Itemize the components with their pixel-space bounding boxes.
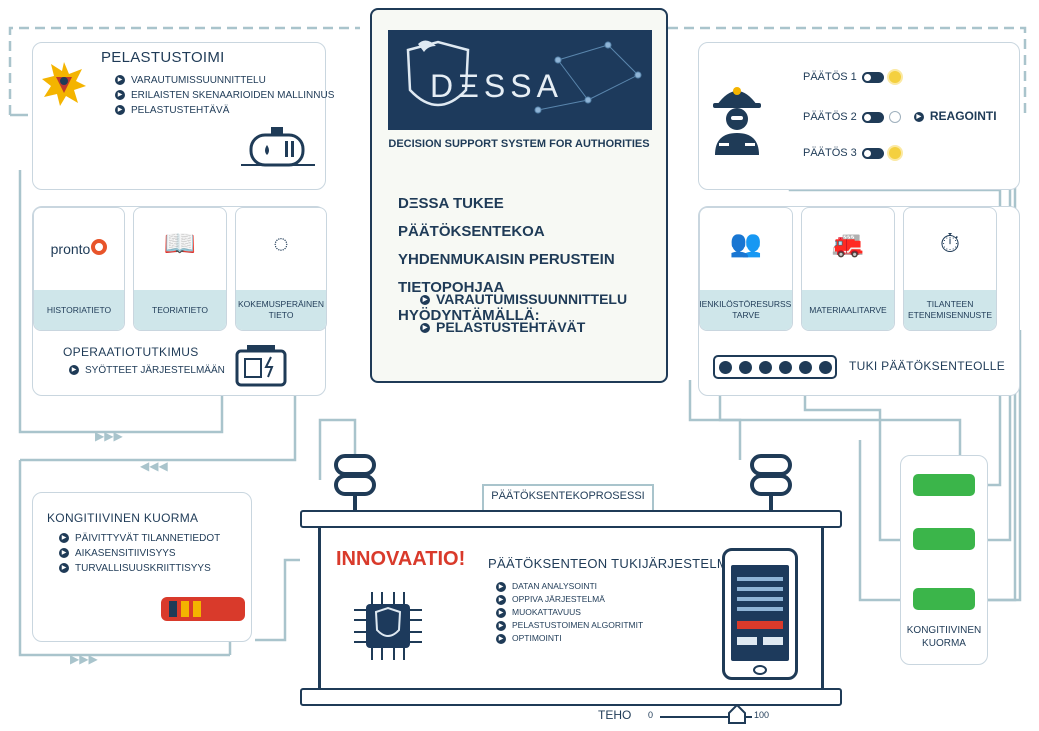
dessa-logo-banner: DΞSSA: [388, 30, 652, 130]
decision-label: PÄÄTÖS 1: [803, 71, 857, 83]
firefighter-icon: [711, 77, 763, 157]
kognitiivinen-right-panel: KONGITIIVINEN KUORMA: [900, 455, 988, 665]
operaatio-title: OPERAATIOTUTKIMUS: [63, 345, 199, 359]
decision-row: PÄÄTÖS 1: [803, 71, 901, 84]
decision-label: PÄÄTÖS 2: [803, 111, 857, 123]
card-tilanne: ⏱ TILANTEEN ETENEMISENNUSTE: [903, 207, 997, 331]
card-kokemusperainen: ◌ KOKEMUSPERÄINEN TIETO: [235, 207, 327, 331]
list-item: PELASTUSTOIMEN ALGORITMIT: [496, 619, 643, 632]
coil-left-icon: [334, 454, 376, 510]
list-item: ERILAISTEN SKENAARIOIDEN MALLINNUS: [115, 88, 334, 103]
teho-max: 100: [754, 710, 770, 720]
list-item: PELASTUSTEHTÄVÄT: [420, 313, 627, 341]
decision-row: PÄÄTÖS 2 REAGOINTI: [803, 109, 997, 124]
svg-text:◀◀◀: ◀◀◀: [140, 459, 168, 473]
lightbulb-on-icon: [888, 71, 901, 84]
decision-toggle[interactable]: [861, 111, 884, 123]
process-bottom-bar: [300, 688, 842, 706]
generator-icon: [233, 341, 289, 391]
card-label: TEORIATIETO: [134, 290, 226, 330]
list-item: VARAUTUMISSUUNNITTELU: [115, 73, 334, 88]
kognitiivinen-title: KONGITIIVINEN KUORMA: [47, 511, 199, 525]
operaatio-item: SYÖTTEET JÄRJESTELMÄÄN: [69, 363, 225, 378]
system-list: DATAN ANALYSOINTI OPPIVA JÄRJESTELMÄ MUO…: [496, 580, 643, 645]
battery-load-green-icon: [913, 588, 975, 610]
kognitiivinen-right-label: KONGITIIVINEN KUORMA: [906, 625, 982, 649]
coil-right-icon: [750, 454, 792, 510]
pronto-logo-text: pronto: [50, 241, 91, 257]
list-item: TURVALLISUUSKRIITTISYYS: [59, 561, 220, 576]
tuki-label: TUKI PÄÄTÖKSENTEOLLE: [849, 359, 1006, 373]
smartphone-icon: [722, 548, 798, 680]
system-title: PÄÄTÖKSENTEON TUKIJÄRJESTELMÄ: [488, 556, 738, 571]
fire-truck-icon: 🚒: [831, 228, 865, 258]
list-item: VARAUTUMISSUUNNITTELU: [420, 285, 627, 313]
card-label: KOKEMUSPERÄINEN TIETO: [236, 290, 326, 330]
card-label: TILANTEEN ETENEMISENNUSTE: [904, 290, 996, 330]
teho-label: TEHO: [598, 708, 632, 722]
pelastustoimi-list: VARAUTUMISSUUNNITTELU ERILAISTEN SKENAAR…: [115, 73, 334, 118]
battery-load-green-icon: [913, 474, 975, 496]
battery-load-green-icon: [913, 528, 975, 550]
list-item: OPTIMOINTI: [496, 632, 643, 645]
card-label: MATERIAALITARVE: [802, 290, 894, 330]
react-label: REAGOINTI: [914, 109, 997, 123]
decision-toggle[interactable]: [861, 71, 884, 83]
process-label-box: [482, 484, 654, 510]
dessa-subtitle: DECISION SUPPORT SYSTEM FOR AUTHORITIES: [388, 138, 650, 150]
kognitiivinen-left-panel: KONGITIIVINEN KUORMA PÄIVITTYVÄT TILANNE…: [32, 492, 252, 642]
dessa-panel: DΞSSA DECISION SUPPORT SYSTEM FOR AUTHOR…: [370, 8, 668, 383]
power-strip-icon: [713, 355, 837, 379]
decision-label: PÄÄTÖS 3: [803, 147, 857, 159]
innovation-title: INNOVAATIO!: [336, 548, 466, 570]
list-item: PÄIVITTYVÄT TILANNETIEDOT: [59, 531, 220, 546]
teho-slider-track: [660, 716, 752, 718]
teho-slider-handle[interactable]: [728, 703, 746, 724]
dessa-list: VARAUTUMISSUUNNITTELU PELASTUSTEHTÄVÄT: [420, 285, 627, 341]
lightbulb-off-icon: [888, 111, 901, 124]
decisions-panel: PÄÄTÖS 1 PÄÄTÖS 2 REAGOINTI PÄÄTÖS 3: [698, 42, 1020, 190]
network-graphic: [406, 40, 642, 114]
pronto-logo-icon: pronto: [34, 230, 124, 261]
process-top-bar: [300, 510, 842, 528]
knowledge-panel: pronto HISTORIATIETO 📖 TEORIATIETO ◌ KOK…: [32, 206, 327, 396]
dessa-logo-text: DΞSSA: [430, 68, 563, 104]
process-body: [318, 528, 824, 688]
list-item: PELASTUSTEHTÄVÄ: [115, 103, 334, 118]
user-network-icon: ◌: [273, 228, 289, 258]
card-label: HISTORIATIETO: [34, 290, 124, 330]
card-label: HENKILÖSTÖRESURSSI-TARVE: [700, 290, 792, 330]
svg-text:▶▶▶: ▶▶▶: [95, 429, 123, 443]
lightbulb-on-icon: [888, 147, 901, 160]
book-icon: 📖: [163, 228, 197, 258]
teho-min: 0: [648, 710, 654, 720]
people-icon: 👥: [729, 228, 763, 258]
decision-toggle[interactable]: [861, 147, 884, 159]
battery-load-red-icon: [159, 593, 249, 623]
kognitiivinen-list: PÄIVITTYVÄT TILANNETIEDOT AIKASENSITIIVI…: [59, 531, 220, 576]
card-materiaali: 🚒 MATERIAALITARVE: [801, 207, 895, 331]
chip-icon: [352, 590, 424, 662]
list-item: DATAN ANALYSOINTI: [496, 580, 643, 593]
card-henkilosto: 👥 HENKILÖSTÖRESURSSI-TARVE: [699, 207, 793, 331]
stopwatch-icon: ⏱: [939, 228, 961, 258]
card-teoriatieto: 📖 TEORIATIETO: [133, 207, 227, 331]
resources-panel: 👥 HENKILÖSTÖRESURSSI-TARVE 🚒 MATERIAALIT…: [698, 206, 1020, 396]
pelastustoimi-title: PELASTUSTOIMI: [101, 49, 225, 66]
decision-row: PÄÄTÖS 3: [803, 147, 901, 160]
pelastustoimi-panel: PELASTUSTOIMI VARAUTUMISSUUNNITTELU ERIL…: [32, 42, 334, 190]
card-historiatieto: pronto HISTORIATIETO: [33, 207, 125, 331]
water-tank-icon: [241, 125, 315, 169]
svg-text:▶▶▶: ▶▶▶: [70, 652, 98, 666]
process-label: PÄÄTÖKSENTEKOPROSESSI: [491, 490, 645, 502]
list-item: MUOKATTAVUUS: [496, 606, 643, 619]
rescue-emblem-icon: [41, 61, 87, 107]
list-item: AIKASENSITIIVISYYS: [59, 546, 220, 561]
list-item: OPPIVA JÄRJESTELMÄ: [496, 593, 643, 606]
